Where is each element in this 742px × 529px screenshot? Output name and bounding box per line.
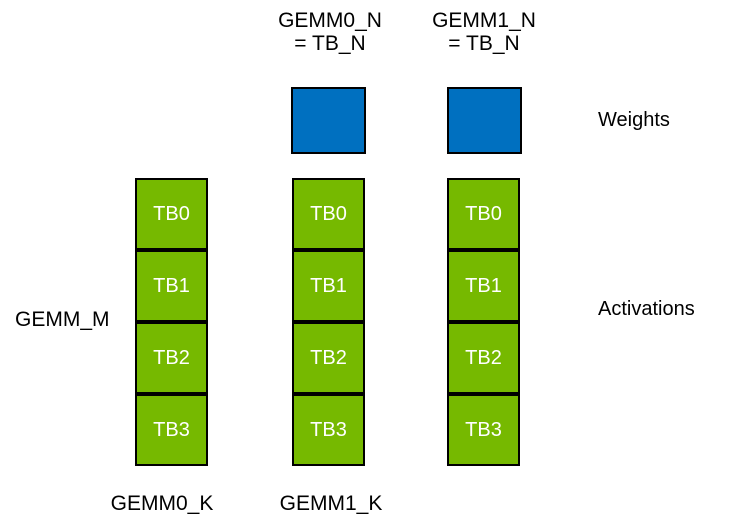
gemm1-n-header-label: GEMM1_N = TB_N [404, 9, 564, 55]
weights-label: Weights [598, 109, 670, 131]
activation-column-0: TB0 TB1 TB2 TB3 [135, 178, 208, 466]
weight-tile [447, 87, 522, 154]
gemm1-n-line1: GEMM1_N [432, 9, 536, 32]
tb-block: TB1 [135, 250, 208, 322]
activation-column-1: TB0 TB1 TB2 TB3 [292, 178, 365, 466]
tb-block: TB2 [447, 322, 520, 394]
activation-column-2: TB0 TB1 TB2 TB3 [447, 178, 520, 466]
gemm1-n-line2: = TB_N [448, 32, 520, 55]
tb-block: TB2 [292, 322, 365, 394]
tb-block: TB3 [447, 394, 520, 466]
gemm1-k-label: GEMM1_K [279, 492, 383, 515]
tb-block: TB2 [135, 322, 208, 394]
gemm0-n-header-label: GEMM0_N = TB_N [250, 9, 410, 55]
weight-tile [291, 87, 366, 154]
tb-block: TB0 [135, 178, 208, 250]
gemm0-n-line2: = TB_N [294, 32, 366, 55]
gemm-m-label: GEMM_M [15, 308, 110, 331]
tb-block: TB0 [292, 178, 365, 250]
gemm0-k-label: GEMM0_K [110, 492, 214, 515]
tb-block: TB0 [447, 178, 520, 250]
tb-block: TB3 [135, 394, 208, 466]
activations-label: Activations [598, 298, 695, 320]
tb-block: TB1 [447, 250, 520, 322]
gemm0-n-line1: GEMM0_N [278, 9, 382, 32]
tb-block: TB1 [292, 250, 365, 322]
tb-block: TB3 [292, 394, 365, 466]
